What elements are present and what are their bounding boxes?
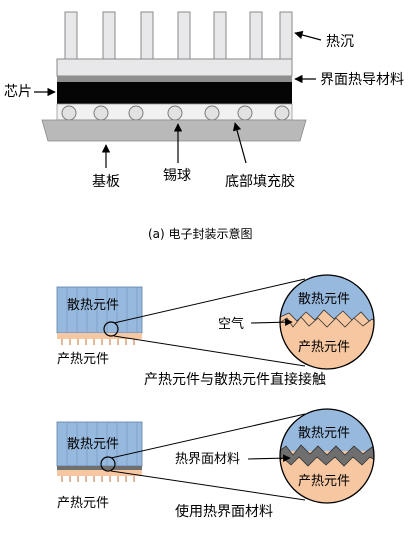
air-arrow bbox=[250, 318, 293, 327]
generator-pins bbox=[61, 339, 135, 345]
zoom-dissipator-label-tim: 散热元件 bbox=[298, 426, 350, 441]
tim-label: 界面热导材料 bbox=[320, 72, 404, 88]
heat-sink-label: 热沉 bbox=[326, 34, 354, 50]
air-label: 空气 bbox=[218, 316, 244, 332]
solder-ball-label: 锡球 bbox=[163, 168, 191, 184]
dissipator-block bbox=[56, 286, 143, 334]
substrate bbox=[41, 119, 307, 142]
underfill-label: 底部填充胶 bbox=[225, 173, 295, 190]
dissipator-block-tim bbox=[56, 421, 143, 467]
magnifier-spot bbox=[103, 321, 119, 337]
chip-label: 芯片 bbox=[4, 84, 32, 100]
generator-pins-tim bbox=[61, 476, 135, 482]
tim-material-label: 热界面材料 bbox=[175, 452, 240, 467]
tim-thin-layer bbox=[57, 466, 142, 470]
direct-contact-diagram: 散热元件 产热元件 散热元件 产热元件 空气 产热元件与散热元件直接接触 bbox=[56, 274, 375, 388]
zoom-generator-label-tim: 产热元件 bbox=[298, 474, 350, 489]
package-diagram: 热沉 界面热导材料 芯片 基板 锡球 底部填充胶 (a) 电子封装示意图 bbox=[4, 11, 404, 241]
solder-ball-layer bbox=[56, 103, 293, 121]
tim-layer bbox=[57, 76, 292, 82]
caption-tim: 使用热界面材料 bbox=[175, 503, 273, 520]
substrate-label: 基板 bbox=[92, 173, 120, 190]
magnifier-spot-tim bbox=[100, 456, 116, 472]
underfill-arrow bbox=[232, 122, 247, 164]
zoom-generator-label: 产热元件 bbox=[298, 340, 350, 355]
chip bbox=[57, 82, 292, 104]
generator-strip-tim bbox=[57, 470, 142, 476]
tim-contact-diagram: 散热元件 产热元件 散热元件 产热元件 热界面材料 使用热界面材料 bbox=[56, 408, 375, 520]
caption-a: (a) 电子封装示意图 bbox=[148, 226, 253, 241]
caption-direct: 产热元件与散热元件直接接触 bbox=[144, 371, 326, 388]
generator-label: 产热元件 bbox=[57, 352, 109, 367]
zoom-dissipator-label: 散热元件 bbox=[298, 292, 350, 307]
heat-sink bbox=[56, 11, 293, 77]
zoom-circle-direct bbox=[280, 275, 374, 369]
heat-sink-arrow bbox=[294, 30, 322, 41]
generator-strip bbox=[57, 333, 142, 339]
dissipator-label: 散热元件 bbox=[67, 298, 119, 313]
generator-label-tim: 产热元件 bbox=[57, 496, 109, 511]
zoom-circle-tim bbox=[280, 409, 374, 503]
dissipator-label-tim: 散热元件 bbox=[67, 437, 119, 452]
tim-material-arrow bbox=[247, 454, 291, 463]
